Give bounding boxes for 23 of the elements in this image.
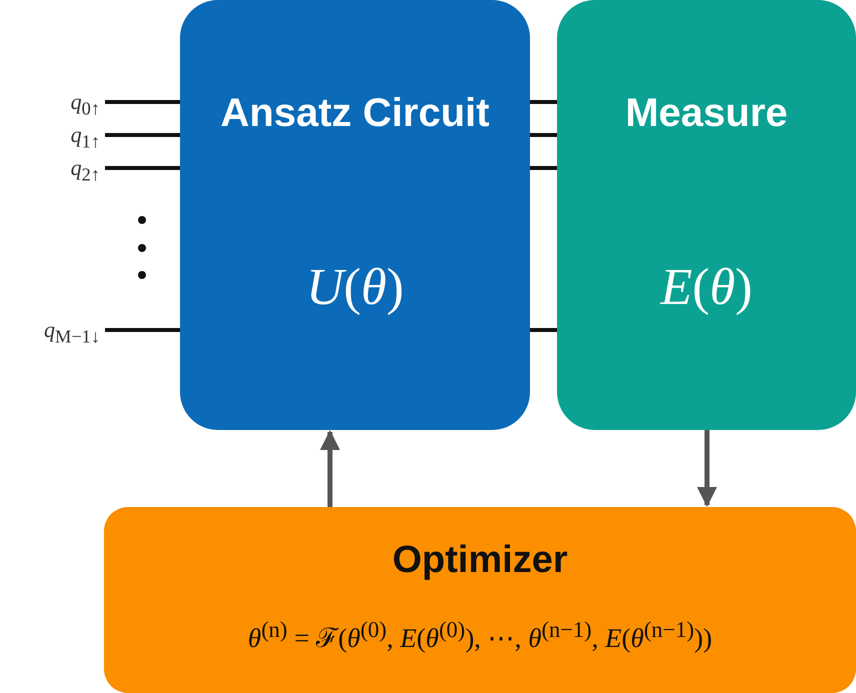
qubit-wire	[530, 133, 557, 137]
optimizer-box	[104, 507, 856, 693]
formula: E(θ)	[659, 258, 754, 317]
qubit-label: q$_{1↑}$	[70, 121, 100, 154]
qubit-wire	[105, 100, 180, 104]
qubit-wire	[530, 100, 557, 104]
qubit-label: q$_{2↑}$	[70, 154, 100, 186]
qubit-wire	[530, 166, 557, 170]
formula: θ$^{(n)}$ = ℱ(θ$^{(0)}$, E(θ$^{(0)}$), ⋯, θ$^{(n−1)}$, E(θ$^{(n−1)}$))	[246, 617, 714, 655]
qubit-label: q$_{M−1↓}$	[44, 316, 100, 348]
process-box	[557, 0, 856, 430]
qubit-wire	[105, 133, 180, 137]
box-title: Measure	[624, 90, 789, 136]
qubit-wire	[105, 328, 180, 332]
qubit-wire	[530, 328, 557, 332]
qubit-wire	[105, 166, 180, 170]
qubit-label: q$_{0↑}$	[70, 88, 100, 120]
formula: U(θ)	[305, 258, 405, 317]
box-title: Ansatz Circuit	[220, 90, 490, 136]
arrow	[697, 430, 717, 507]
box-title: Optimizer	[391, 538, 569, 583]
process-box	[180, 0, 530, 430]
arrow	[320, 430, 340, 507]
